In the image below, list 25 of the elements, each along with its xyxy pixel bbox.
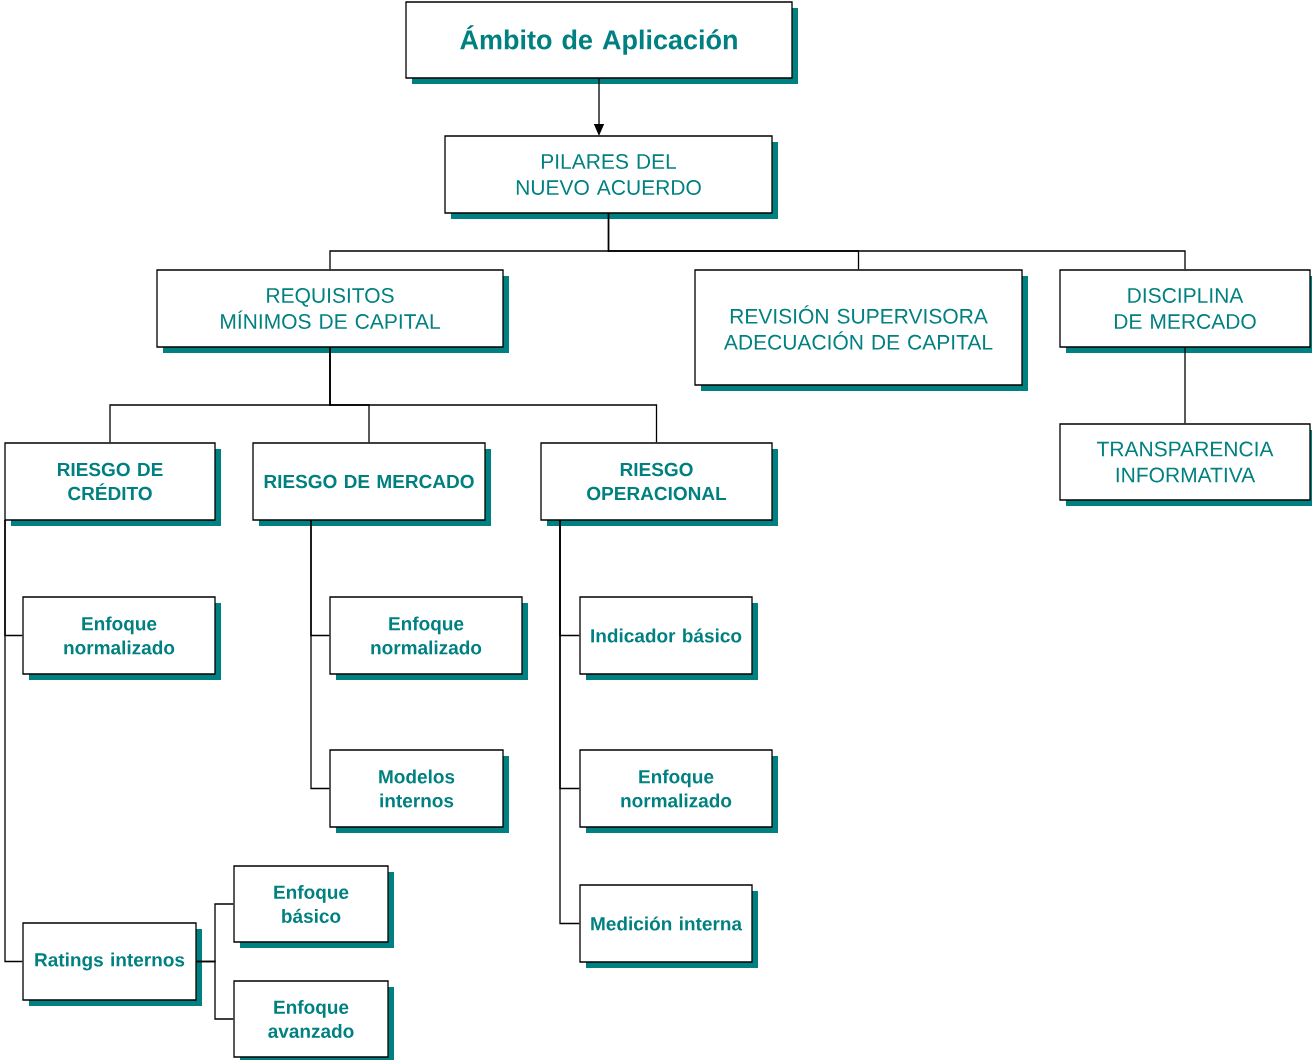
title-box: Ámbito de Aplicación — [405, 1, 798, 84]
connector — [329, 347, 658, 443]
pillar-box: DISCIPLINA DE MERCADO — [1059, 269, 1312, 353]
connector — [310, 519, 330, 790]
category-box: Enfoque normalizado — [579, 749, 778, 833]
connector — [4, 519, 23, 963]
category-box: Medición interna — [579, 884, 758, 968]
category-box: RIESGO DE CRÉDITO — [4, 442, 221, 526]
pillar-box: PILARES DEL NUEVO ACUERDO — [444, 135, 778, 219]
category-box: Enfoque normalizado — [22, 596, 221, 680]
category-box: Modelos internos — [329, 749, 509, 833]
connector — [1184, 347, 1186, 424]
pillar-box: TRANSPARENCIA INFORMATIVA — [1059, 423, 1312, 506]
category-box: Enfoque avanzado — [233, 980, 394, 1060]
pillar-box: REQUISITOS MÍNIMOS DE CAPITAL — [156, 269, 509, 353]
category-box: RIESGO DE MERCADO — [252, 442, 491, 526]
category-box: Indicador básico — [579, 596, 758, 680]
category-box: Enfoque básico — [233, 865, 394, 948]
connector — [559, 519, 580, 925]
pillar-box: REVISIÓN SUPERVISORA ADECUACIÓN DE CAPITAL — [694, 269, 1028, 391]
connector — [196, 960, 234, 1020]
category-box: RIESGO OPERACIONAL — [540, 442, 778, 526]
category-box: Enfoque normalizado — [329, 596, 528, 680]
category-box: Ratings internos — [22, 922, 202, 1006]
connector — [607, 213, 1186, 270]
